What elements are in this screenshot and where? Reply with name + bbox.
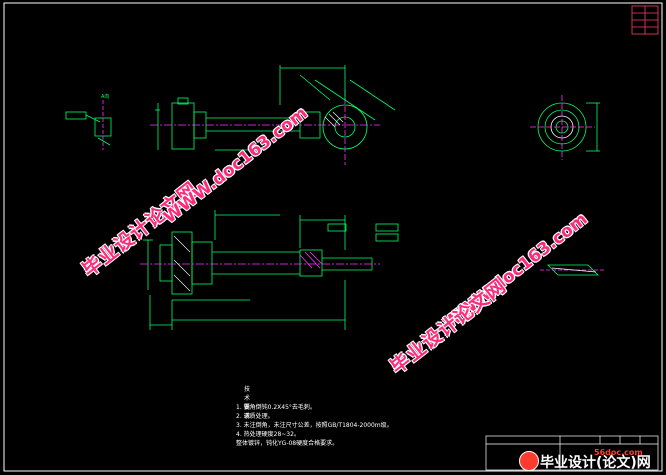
- head-hatch: [173, 235, 191, 292]
- upper-hatch: [324, 111, 344, 128]
- notes-list: 1. 锐角倒钝0.2X45°去毛刺。 2. 调质处理。 3. 未注倒角，未注尺寸…: [236, 403, 466, 448]
- brand-site: 56doc.com: [594, 448, 643, 457]
- section-view-small: [540, 264, 605, 276]
- brand-logo-icon: [519, 451, 539, 471]
- lower-hatch: [299, 251, 323, 269]
- upper-side-view: [150, 65, 396, 165]
- title-block-bottom: [485, 435, 659, 471]
- brand-name: 毕业设计(论文)网: [540, 455, 651, 471]
- notes-item: 4. 热处理硬度28~32。: [236, 431, 300, 438]
- title-block-top: [631, 5, 659, 35]
- end-view: [530, 95, 600, 160]
- svg-text:A向: A向: [101, 93, 109, 100]
- drawing-frame: [3, 2, 663, 472]
- notes-item: 3. 未注倒角，未注尺寸公差，按照GB/T1804-2000m级。: [236, 422, 393, 429]
- notes-item: 1. 锐角倒钝0.2X45°去毛刺。: [236, 404, 316, 411]
- notes-item: 2. 调质处理。: [236, 413, 274, 420]
- detail-view-small: A向: [65, 93, 112, 150]
- notes-item: 整体镀锌，钝化YG-08硬度合格要求。: [236, 440, 339, 447]
- notes-title: 技术要求: [244, 386, 251, 420]
- lower-main-view: [140, 210, 399, 330]
